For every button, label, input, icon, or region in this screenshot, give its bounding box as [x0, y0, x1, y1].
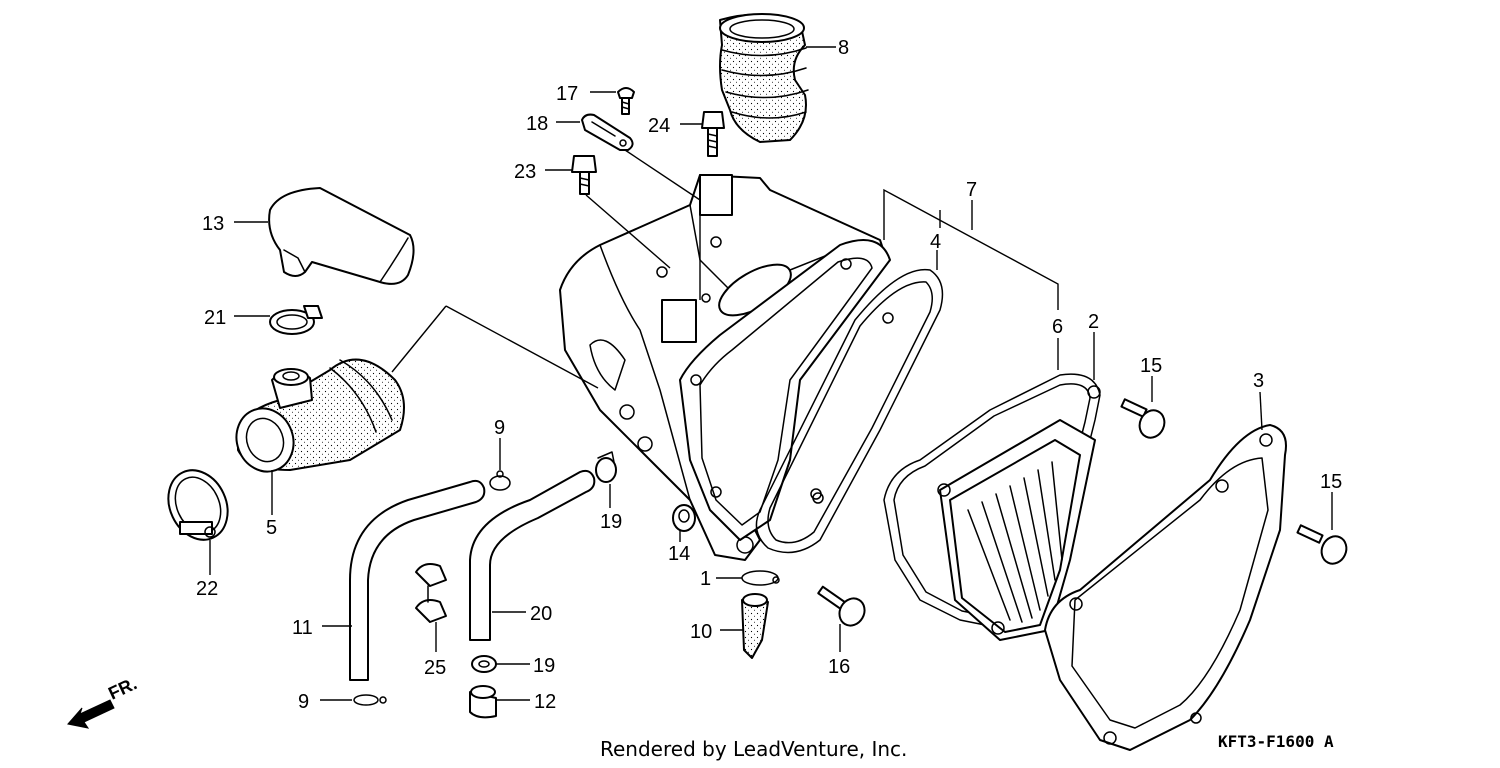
clamp-19-lower-part	[471, 655, 497, 673]
callout-12: 12	[534, 691, 556, 713]
callout-25: 25	[424, 657, 446, 679]
clamp-22-part	[167, 469, 229, 541]
clip-9-lower-part	[353, 694, 387, 706]
air-cleaner-case-part	[559, 174, 891, 561]
bolt-24-part	[701, 111, 725, 157]
callout-11: 11	[292, 617, 313, 639]
bolt-15-upper-part	[1120, 398, 1166, 439]
callout-7: 7	[966, 179, 977, 201]
callout-labels: 8 17 18 24 23 13 21 5 22 7 4 6 2 15 15 3…	[196, 37, 1342, 713]
callout-15-lower: 15	[1320, 471, 1342, 493]
callout-9-upper: 9	[494, 417, 505, 439]
bracket-18-part	[581, 113, 634, 151]
clip-9-upper-part	[489, 470, 511, 491]
figure-code: KFT3-F1600 A	[1218, 732, 1334, 751]
intake-duct-part	[719, 13, 809, 143]
callout-22: 22	[196, 578, 218, 600]
callout-1: 1	[700, 568, 711, 590]
clamp-21-part	[269, 305, 323, 335]
callout-16: 16	[828, 656, 850, 678]
air-filter-element-2-part	[937, 385, 1101, 641]
cap-12-part	[469, 685, 497, 719]
gasket-4-part	[755, 268, 944, 554]
screw-17-part	[617, 87, 635, 115]
callout-8: 8	[838, 37, 849, 59]
footer-credit: Rendered by LeadVenture, Inc.	[600, 737, 907, 761]
bolt-15-lower-part	[1296, 524, 1348, 565]
callout-14: 14	[668, 543, 690, 565]
callout-15-upper: 15	[1140, 355, 1162, 377]
drain-plug-10-part	[741, 593, 769, 659]
front-direction-arrow-icon: FR.	[67, 673, 140, 729]
leader-lines	[209, 46, 1333, 701]
grommet-14-part	[672, 504, 696, 532]
callout-3: 3	[1253, 370, 1264, 392]
callout-17: 17	[556, 83, 578, 105]
side-cover-3-part	[1044, 424, 1287, 751]
callout-6: 6	[1052, 316, 1063, 338]
connecting-tube-5-part	[235, 358, 405, 473]
hose-20-part	[469, 469, 596, 641]
intake-cover-13-part	[268, 187, 415, 285]
callout-20: 20	[530, 603, 552, 625]
callout-4: 4	[930, 231, 941, 253]
hose-11-part	[349, 479, 486, 681]
bolt-16-part	[817, 585, 866, 627]
clamp-19-upper-part	[595, 451, 617, 483]
front-direction-label: FR.	[105, 673, 140, 703]
bolt-23-part	[571, 155, 597, 195]
callout-18: 18	[526, 113, 548, 135]
callout-23: 23	[514, 161, 536, 183]
callout-19-lower: 19	[533, 655, 555, 677]
clip-1-part	[741, 570, 780, 586]
callout-24: 24	[648, 115, 670, 137]
callout-19-upper: 19	[600, 511, 622, 533]
callout-10: 10	[690, 621, 712, 643]
callout-9-lower: 9	[298, 691, 309, 713]
callout-2: 2	[1088, 311, 1099, 333]
holder-25-part	[415, 563, 447, 623]
callout-21: 21	[204, 307, 226, 329]
callout-5: 5	[266, 517, 277, 539]
callout-13: 13	[202, 213, 224, 235]
